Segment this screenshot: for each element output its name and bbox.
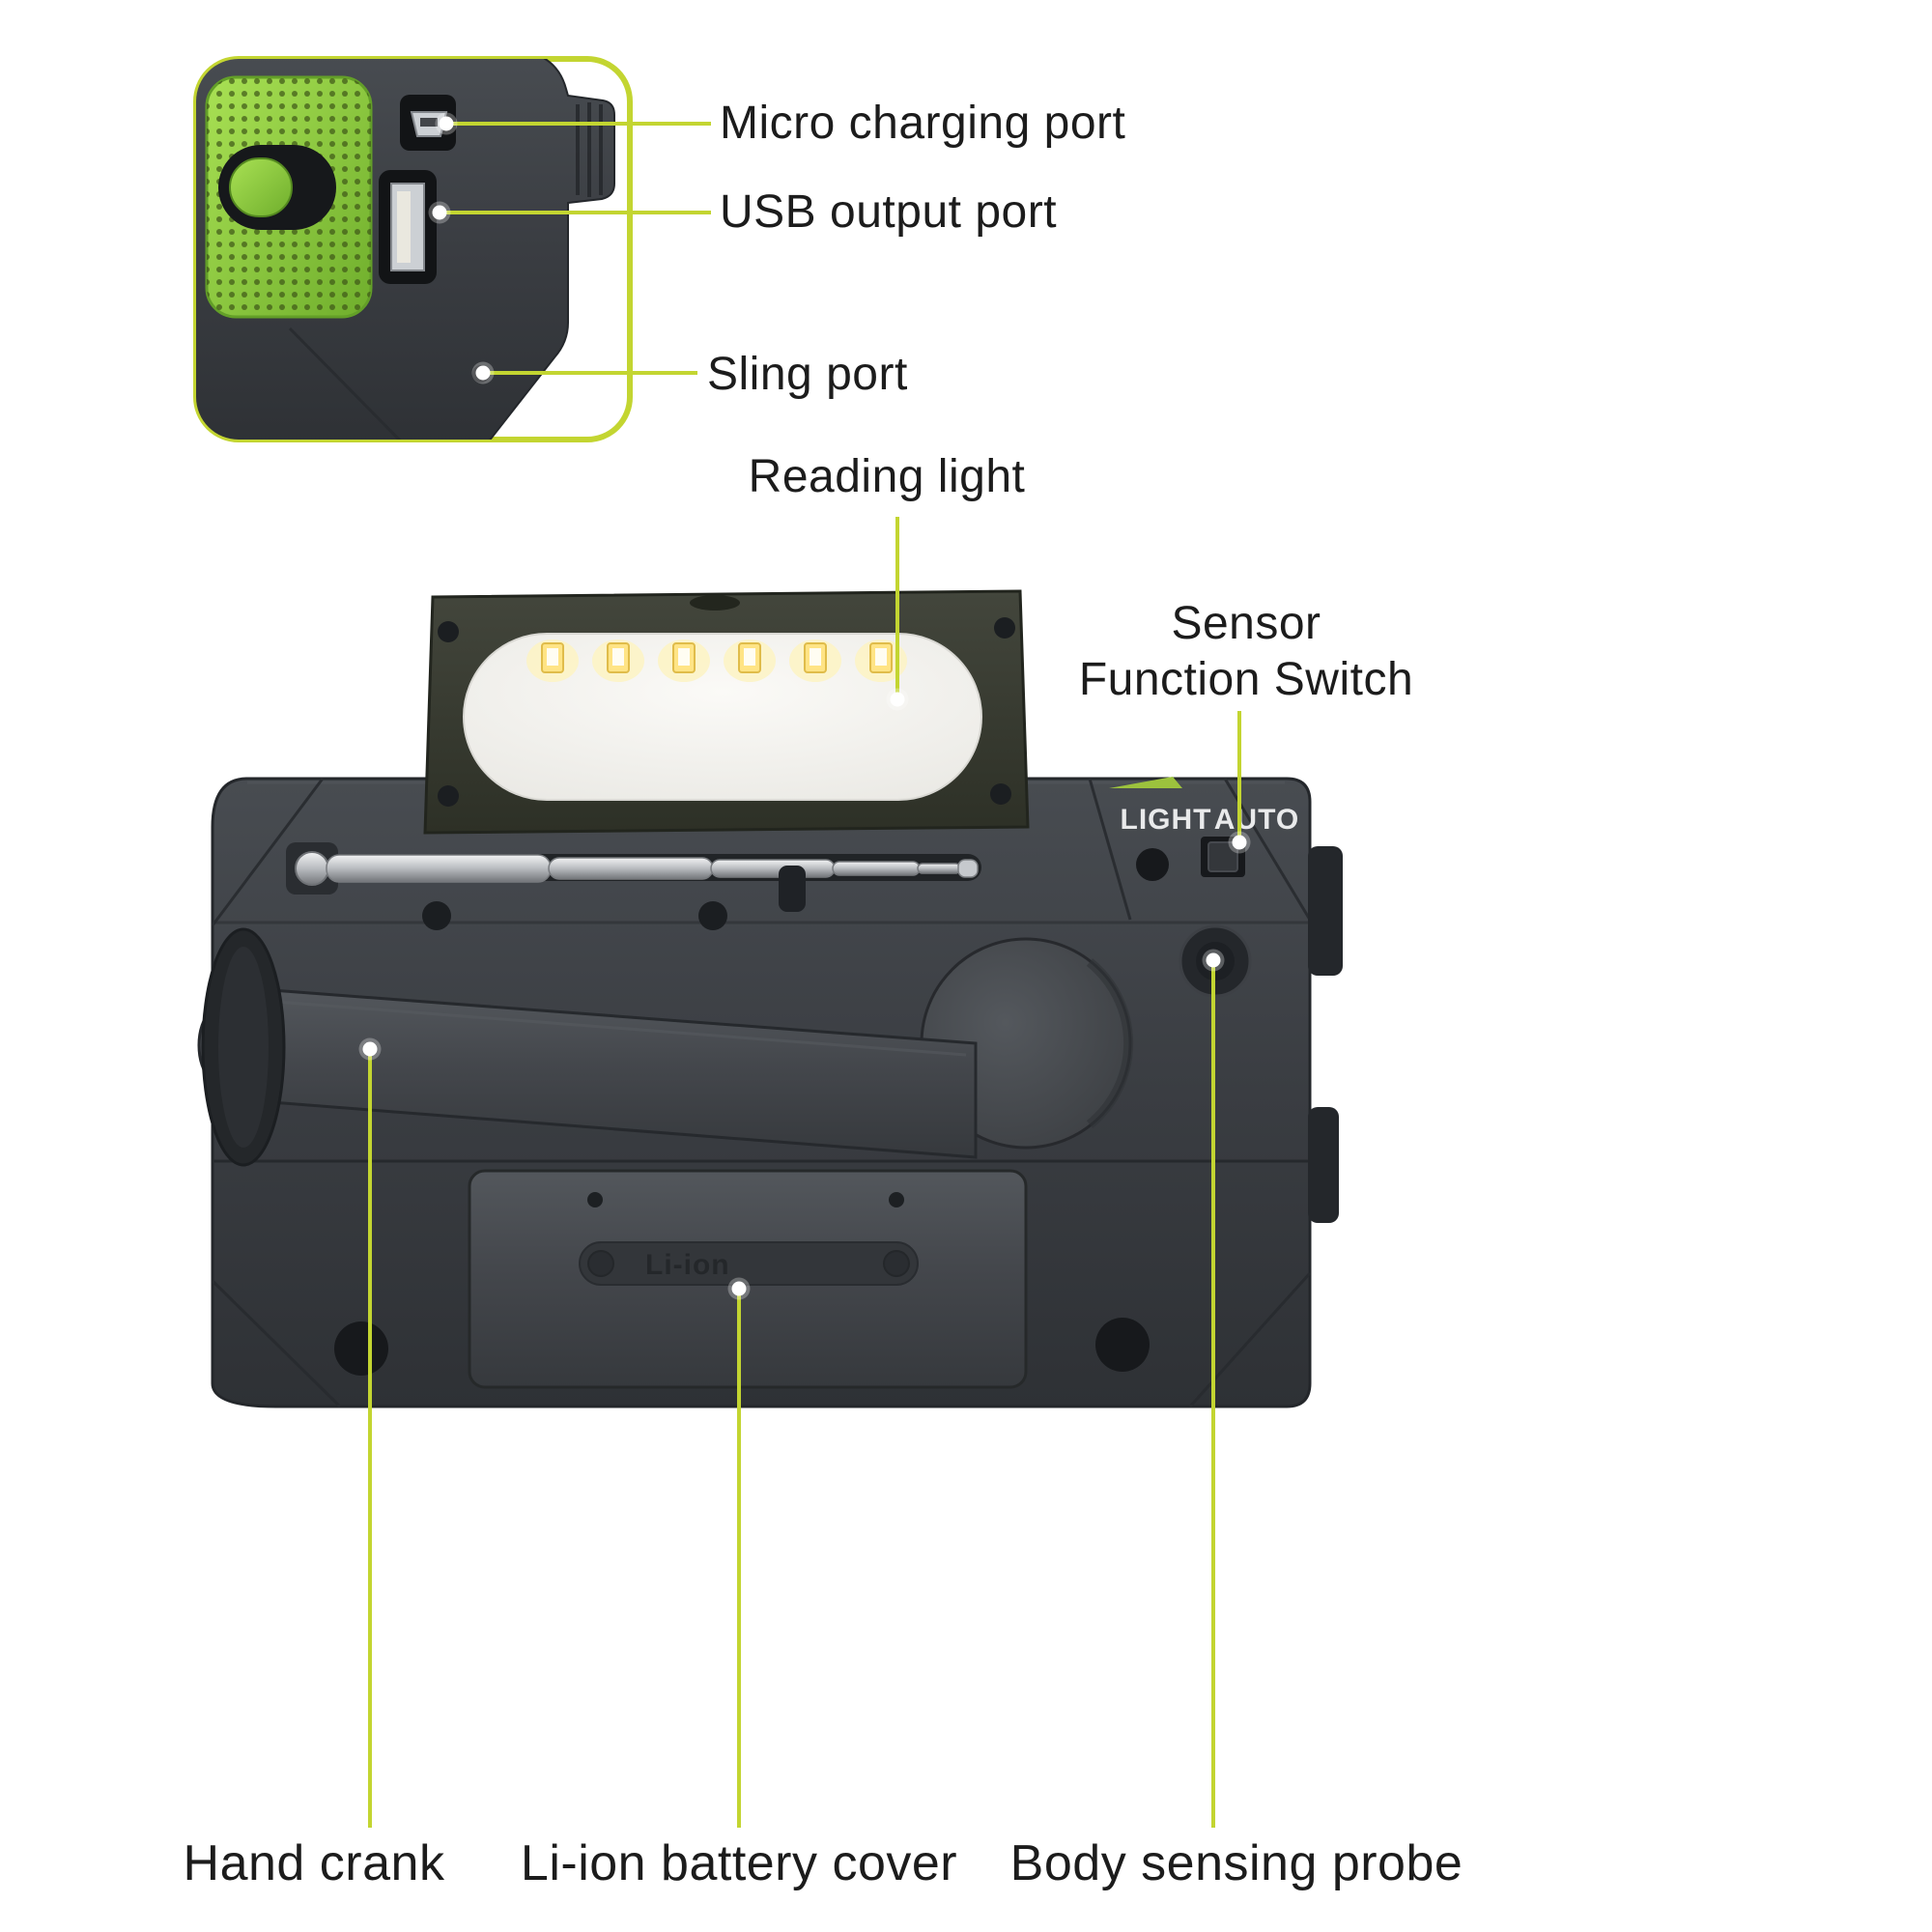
panel-screw	[438, 785, 459, 807]
led-array	[526, 639, 907, 682]
antenna	[286, 842, 981, 912]
green-grip-panel	[205, 75, 373, 319]
bottom-screw	[334, 1321, 388, 1376]
light-marking: LIGHT	[1121, 804, 1212, 836]
label-hand-crank: Hand crank	[183, 1835, 445, 1891]
reading-light-panel	[423, 589, 1030, 835]
callout-dot-body-sensing-probe	[1206, 952, 1221, 968]
panel-screw	[990, 783, 1011, 805]
callout-line-battery-cover	[737, 1289, 741, 1828]
sensor-switch-area: LIGHT AUTO	[1121, 804, 1299, 881]
callout-line-micro-charging-port	[442, 122, 711, 126]
callout-dot-hand-crank	[362, 1041, 378, 1057]
battery-label-slot	[579, 1241, 919, 1286]
battery-cover: Li-ion	[468, 1169, 1028, 1389]
callout-dot-reading-light	[890, 692, 905, 707]
inset-zoom-panel	[193, 56, 633, 442]
label-sensor-function-switch-line1: Sensor	[1171, 598, 1321, 649]
callout-line-hand-crank	[368, 1049, 372, 1828]
callout-line-usb-output-port	[437, 211, 711, 214]
panel-screw	[438, 621, 459, 642]
label-micro-charging-port: Micro charging port	[720, 98, 1126, 149]
battery-marking: Li-ion	[645, 1249, 730, 1281]
light-diffuser	[463, 633, 982, 801]
callout-dot-battery-cover	[731, 1281, 747, 1296]
micro-usb-port	[400, 95, 456, 151]
callout-dot-usb-output-port	[432, 205, 447, 220]
usb-a-port	[379, 170, 437, 284]
body-screw	[698, 901, 727, 930]
green-top-accent	[1109, 777, 1182, 788]
antenna-clip	[779, 866, 806, 912]
body-screw	[422, 901, 451, 930]
bottom-screw	[1095, 1318, 1150, 1372]
callout-line-sling-port	[483, 371, 697, 375]
callout-line-reading-light	[895, 517, 899, 700]
auto-marking: AUTO	[1214, 804, 1299, 836]
hand-crank	[197, 927, 1134, 1167]
label-usb-output-port: USB output port	[720, 186, 1058, 238]
label-body-sensing-probe: Body sensing probe	[1009, 1835, 1463, 1891]
label-reading-light: Reading light	[748, 451, 1026, 502]
label-sling-port: Sling port	[707, 349, 908, 400]
label-sensor-function-switch-line2: Function Switch	[1078, 654, 1414, 705]
callout-dot-micro-charging-port	[439, 116, 454, 131]
callout-dot-sling-port	[475, 365, 491, 381]
callout-line-sensor-switch	[1237, 711, 1241, 842]
side-latch-lower	[1308, 1107, 1339, 1223]
light-button	[1136, 848, 1169, 881]
callout-line-body-sensing-probe	[1211, 962, 1215, 1828]
panel-screw	[994, 617, 1015, 639]
label-li-ion-battery-cover: Li-ion battery cover	[520, 1835, 958, 1891]
callout-dot-sensor-switch	[1232, 835, 1247, 850]
side-latch-upper	[1308, 846, 1343, 976]
